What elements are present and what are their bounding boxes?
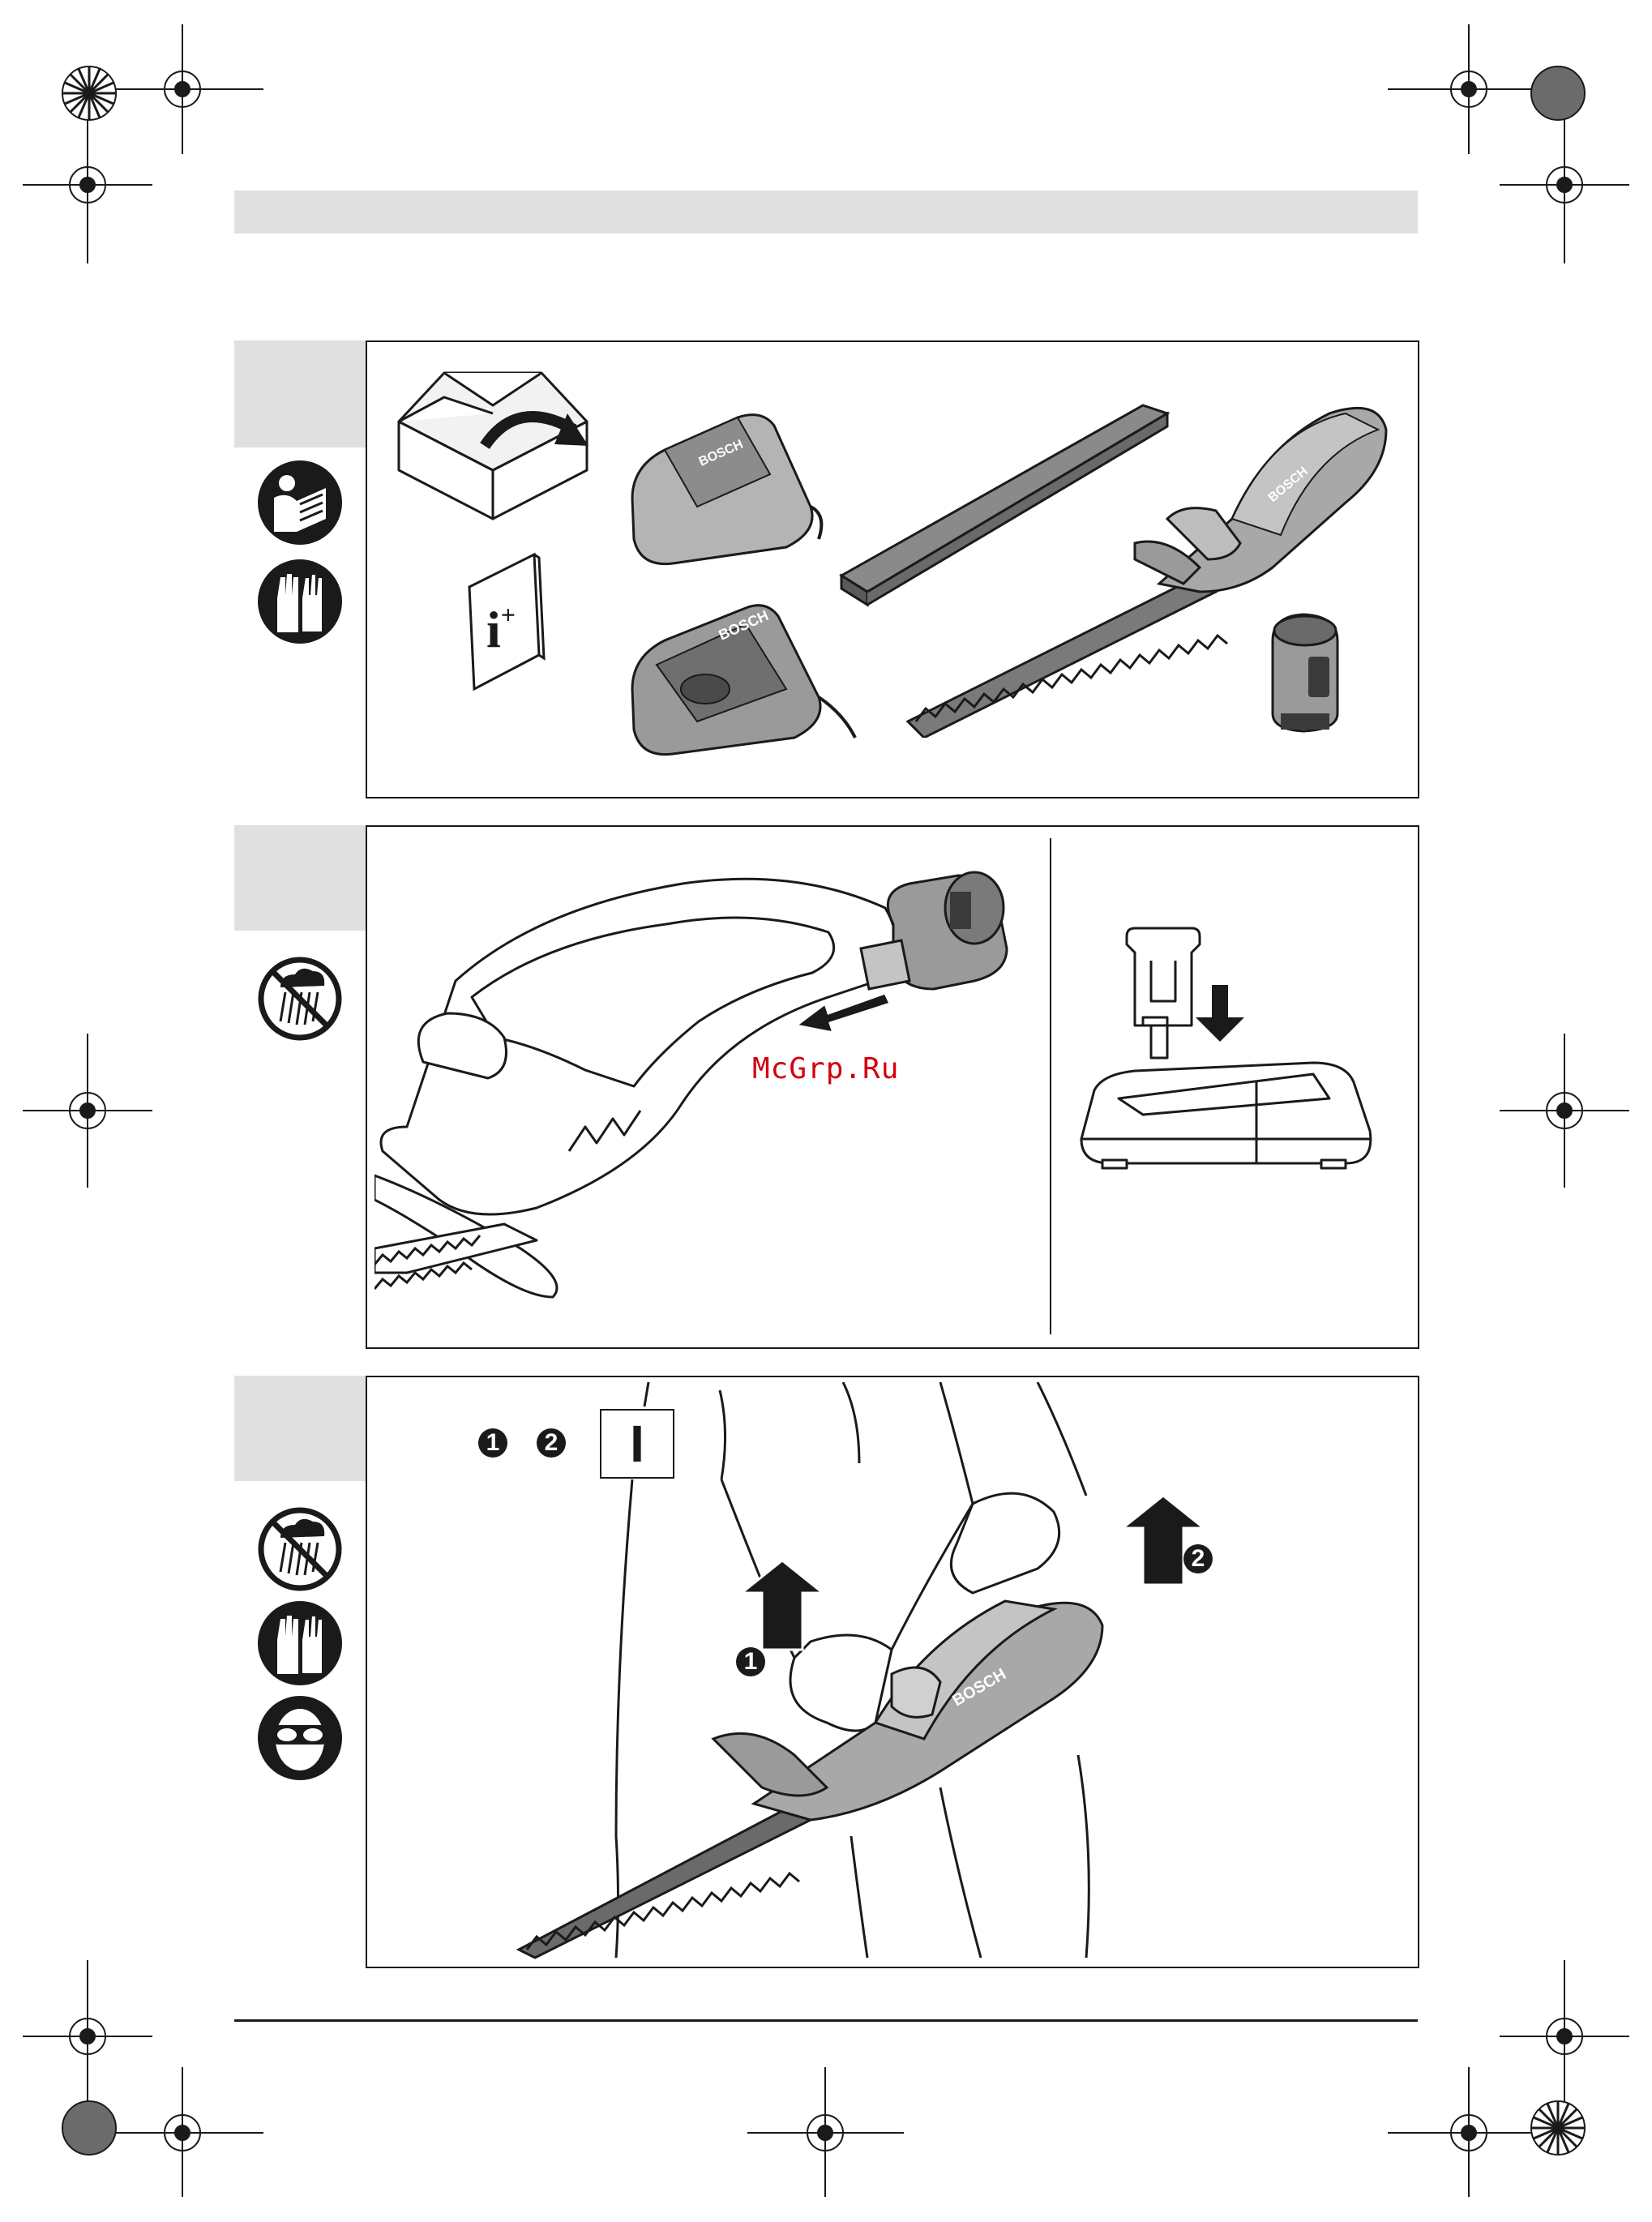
gloves-icon (256, 1599, 344, 1687)
gray-target-bottom-left (62, 2101, 116, 2155)
registration-mark-right-upper (1500, 105, 1629, 263)
gloves-icon (256, 558, 344, 645)
no-rain-icon (256, 1505, 344, 1593)
gray-target-top-right (1531, 66, 1585, 120)
registration-mark-bottom-left (97, 2067, 263, 2197)
registration-mark-left-upper (23, 105, 152, 263)
panel2-divider (1050, 838, 1051, 1334)
manual-info-symbol: i+ (486, 600, 516, 660)
registration-mark-left-middle (23, 1034, 152, 1188)
star-target-top-left (62, 66, 116, 120)
panel3-tab (234, 1376, 366, 1481)
panel1-tab (234, 340, 366, 447)
arrow-step-2: 2 (1183, 1544, 1213, 1573)
registration-mark-bottom-center (747, 2067, 904, 2197)
battery-illustration (1263, 608, 1352, 738)
battery-insertion-illustration (374, 859, 1039, 1329)
read-manual-icon (256, 459, 344, 546)
registration-mark-top-right (1388, 24, 1554, 154)
watermark-text: McGrp.Ru (752, 1052, 899, 1085)
info-i-label: i (486, 601, 501, 658)
registration-mark-bottom-right (1388, 2067, 1554, 2197)
packaging-box-illustration (396, 365, 623, 527)
panel2-tab (234, 825, 366, 931)
header-band (234, 191, 1418, 233)
eye-protection-icon (256, 1694, 344, 1782)
footer-rule (234, 2019, 1418, 2022)
registration-mark-top-left (97, 24, 263, 154)
registration-mark-left-lower (23, 1960, 152, 2116)
charger-top-illustration: BOSCH (624, 409, 835, 572)
no-rain-icon (256, 955, 344, 1042)
two-hand-start-illustration: BOSCH (373, 1382, 1410, 1966)
battery-charging-illustration (1070, 920, 1394, 1196)
charger-bottom-illustration: BOSCH (624, 600, 859, 762)
arrow-step-1: 1 (736, 1647, 765, 1676)
info-plus-label: + (501, 600, 516, 629)
registration-mark-right-middle (1500, 1034, 1629, 1188)
star-target-bottom-right (1531, 2101, 1585, 2155)
registration-mark-right-lower (1500, 1960, 1629, 2116)
